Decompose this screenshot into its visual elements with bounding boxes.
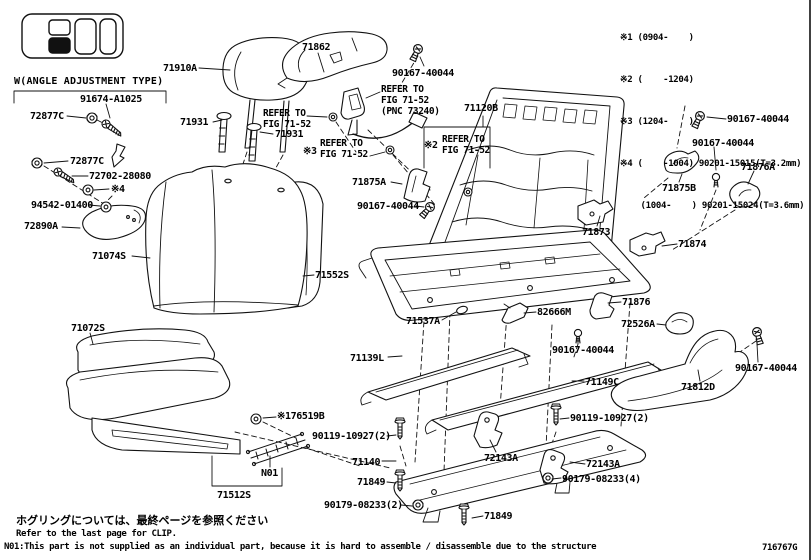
part-label-71072s: 71072S [71,323,105,334]
part-label-72890a: 72890A [24,221,58,232]
refer-note-3: REFER TO FIG 71-52 [442,134,490,156]
refer-note-2: REFER TO FIG 71-52 [320,138,368,160]
part-cushion-frame [358,229,651,321]
part-bracket-71874 [629,231,666,257]
part-seat-adjuster [393,429,647,523]
part-guide-71876a [729,181,761,208]
footer-hogring-note-jp: ホグリングについては、最終ページを参照ください [16,514,269,527]
part-label-82666m: 82666M [537,307,571,318]
angle-adjustment-type-label: W(ANGLE ADJUSTMENT TYPE) [14,76,164,87]
part-spring-mat [245,431,311,467]
direction-arrow [111,143,126,168]
refer-note-1: REFER TO FIG 71-52 [263,108,311,130]
legend-note-4: ※4 ( -1004) 90201-15015(T=3.2mm) [620,159,802,169]
seat-position-icon [21,13,124,59]
part-label-71910a: 71910A [163,63,197,74]
part-label-71931-1: 71931 [180,117,209,128]
part-label-71849-1: 71849 [357,477,386,488]
part-belt-buckle [340,87,428,139]
part-label-90179-08233-2: 90179-08233(2) [324,500,403,511]
part-label-71849-2: 71849 [484,511,513,522]
part-bracket-71876 [589,292,615,320]
part-reclining-cover [277,31,388,89]
part-label-72526a: 72526A [621,319,655,330]
part-label-90167-40044-2: 90167-40044 [357,201,419,212]
part-armrest [82,204,147,240]
part-label-71873: 71873 [582,227,611,238]
part-label-90167-40044-3: 90167-40044 [727,114,789,125]
marker-note-3: ※3 [303,146,317,157]
part-label-94542-01400: 94542-01400 [31,200,93,211]
part-label-71874: 71874 [678,239,707,250]
part-label-72143a-2: 72143A [586,459,620,470]
legend-note-5: (1004- ) 90201-15024(T=3.6mm) [620,201,805,211]
part-label-71537a: 71537A [406,316,440,327]
part-bracket-71875a [403,168,431,203]
part-headrest-supports [216,111,262,162]
part-label-90119-10927-1: 90119-10927(2) [312,431,391,442]
part-clip-71537a [456,305,468,315]
part-label-72877c-2: 72877C [70,156,104,167]
part-label-71140: 71140 [352,457,381,468]
leader-lines [13,52,759,519]
part-label-90167-40044-1: 90167-40044 [392,68,454,79]
footer-n01-note: N01:This part is not supplied as an indi… [4,542,597,552]
part-label-71149c: 71149C [585,377,619,388]
part-label-71552s: 71552S [315,270,349,281]
part-seat-back-cover [145,163,308,315]
part-label-72702-28080: 72702-28080 [89,171,151,182]
part-bracket-71873 [577,199,614,226]
footer-clip-note: Refer to the last page for CLIP. [16,529,177,539]
part-label-71876: 71876 [622,297,651,308]
part-label-90179-08233-4: 90179-08233(4) [562,474,641,485]
part-label-91674-a1025: 91674-A1025 [80,94,142,105]
legend-note-3: ※3 (1204- ) [620,117,694,127]
marker-note-4: ※4 [111,184,125,195]
part-shield-pad [665,312,694,335]
part-label-90119-10927-2: 90119-10927(2) [570,413,649,424]
part-cushion-shield [610,329,749,412]
part-label-71139l: 71139L [350,353,384,364]
part-label-72143a-1: 72143A [484,453,518,464]
footer-page-code: 716767G [762,543,798,553]
legend-note-2: ※2 ( -1204) [620,75,694,85]
part-seat-track-inner [360,347,531,406]
part-label-90167-40044-6: 90167-40044 [735,363,797,374]
refer-note-pnc-73240: REFER TO FIG 71-52 (PNC 73240) [381,84,440,117]
part-label-90167-40044-4: 90167-40044 [692,138,754,149]
legend-notes: ※1 (0904- ) ※2 ( -1204) ※3 (1204- ) ※4 (… [620,3,805,241]
part-label-71931-2: 71931 [275,129,304,140]
marker-note-2: ※2 [424,140,438,151]
legend-note-1: ※1 (0904- ) [620,33,694,43]
part-label-71862: 71862 [302,42,331,53]
part-label-90167-40044-5: 90167-40044 [552,345,614,356]
note-ref-n01: N01 [261,468,278,479]
part-label-76519b: ※176519B [277,411,325,422]
part-label-71875b: 71875B [662,183,696,194]
part-label-71074s: 71074S [92,251,126,262]
part-guide-71875b [663,150,700,174]
part-label-72877c-1: 72877C [30,111,64,122]
part-label-71120b: 71120B [464,103,498,114]
part-label-71875a: 71875A [352,177,386,188]
part-bracket-82666m [501,302,529,324]
part-label-71512s: 71512S [217,490,251,501]
part-label-71876a: 71876A [741,162,775,173]
part-label-71812d: 71812D [681,382,715,393]
part-seat-cushion [65,328,241,455]
